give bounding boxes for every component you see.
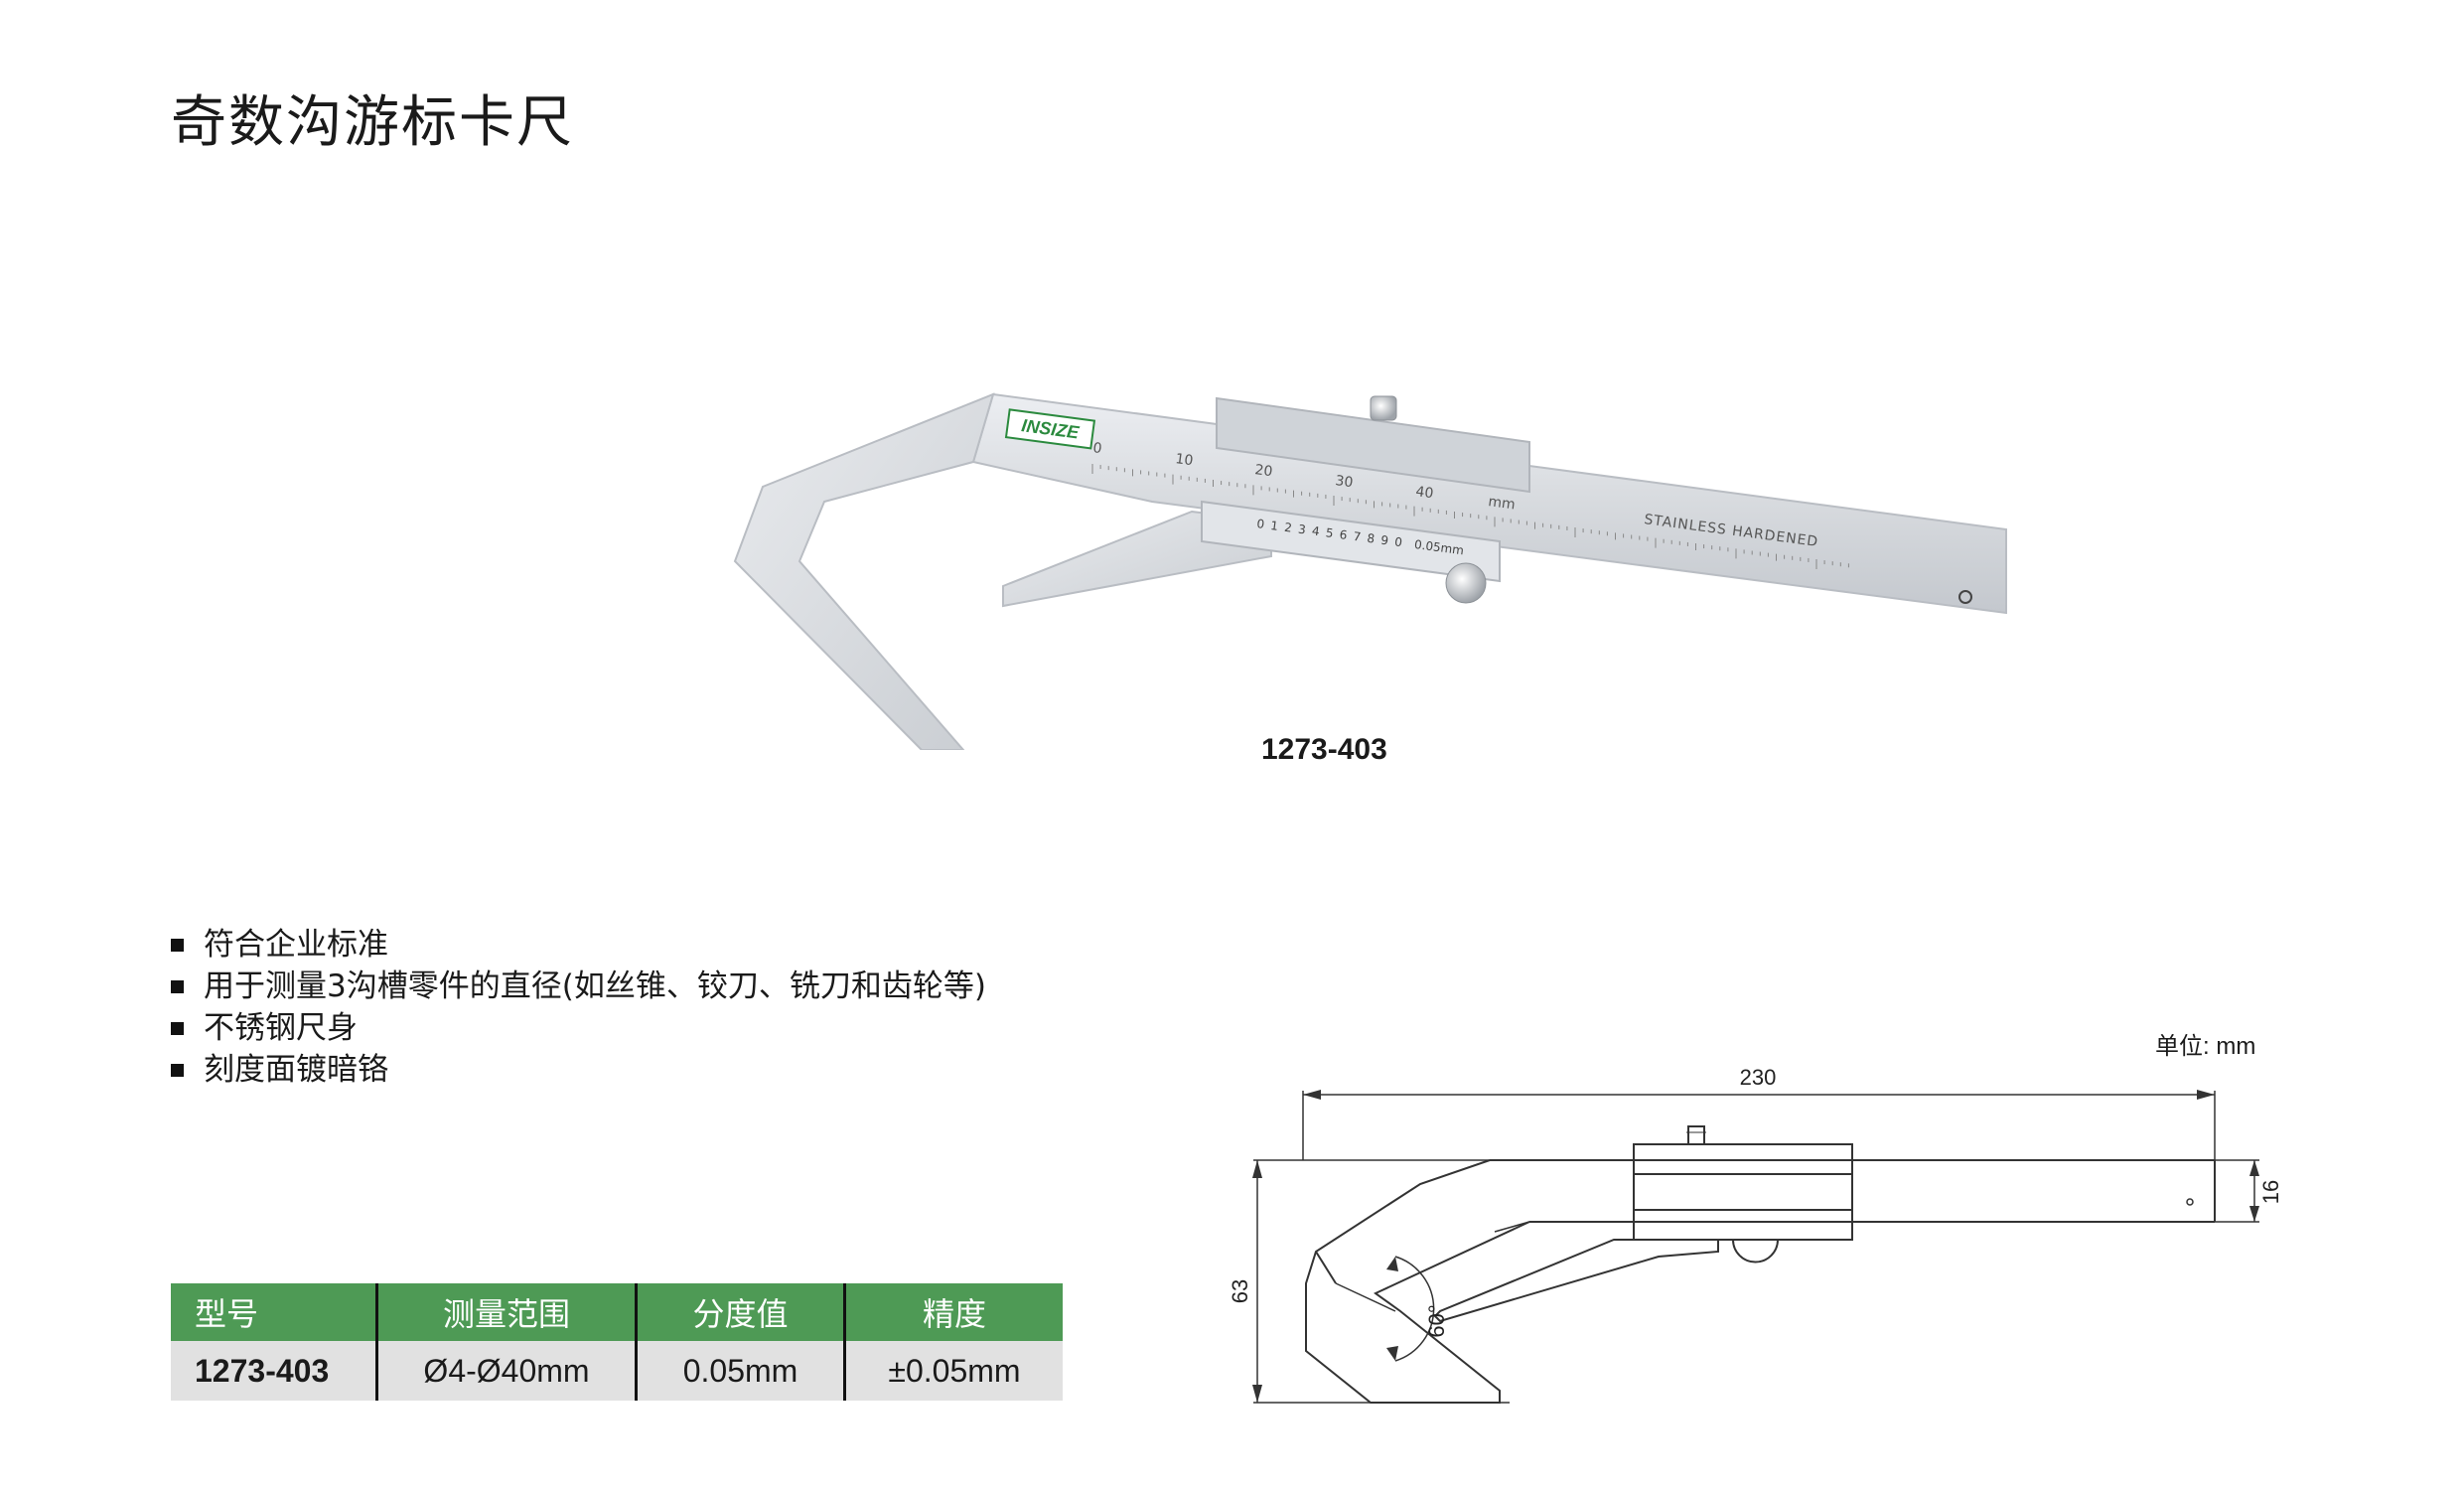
vernier-label: 9 — [1380, 533, 1389, 548]
caliper-outline — [1305, 1125, 2216, 1404]
vernier-label: 0 — [1393, 534, 1402, 549]
vernier-label: 3 — [1297, 522, 1306, 537]
column-header-accuracy: 精度 — [844, 1283, 1063, 1341]
dimension-width: 16 — [2258, 1180, 2283, 1204]
dimension-height: 63 — [1228, 1279, 1252, 1303]
cell-range: Ø4-Ø40mm — [376, 1341, 638, 1401]
cell-resolution: 0.05mm — [636, 1341, 846, 1401]
table-row: 1273-403 Ø4-Ø40mm 0.05mm ±0.05mm — [171, 1341, 1063, 1401]
column-header-model: 型号 — [171, 1283, 378, 1341]
bullet-icon — [171, 1063, 184, 1077]
bullet-icon — [171, 979, 184, 993]
vernier-label: 2 — [1283, 521, 1292, 535]
vernier-label: 0 — [1256, 517, 1265, 531]
feature-item: 刻度面镀暗铬 — [171, 1049, 986, 1091]
cell-model: 1273-403 — [171, 1341, 378, 1401]
product-photo: INSIZE 0 10 20 30 40 mm STAINLESS HARDEN… — [733, 392, 2007, 750]
vernier-label: 6 — [1339, 527, 1348, 542]
technical-drawing: 230 63 16 60° — [1228, 1065, 2283, 1404]
vernier-label: 4 — [1311, 523, 1320, 538]
main-scale-label: 0 — [1091, 440, 1102, 457]
vernier-label: 1 — [1269, 519, 1278, 533]
main-scale-label: 30 — [1334, 473, 1354, 491]
angle-label: 60° — [1424, 1304, 1449, 1337]
column-header-range: 测量范围 — [376, 1283, 638, 1341]
dimension-length: 230 — [1740, 1065, 1777, 1090]
feature-item: 符合企业标准 — [171, 924, 986, 966]
bullet-icon — [171, 1021, 184, 1035]
vernier-scale: 0 1 2 3 4 5 6 7 8 9 0 0.05mm — [1256, 517, 1465, 557]
vernier-label: 8 — [1367, 531, 1376, 546]
vernier-unit: 0.05mm — [1413, 537, 1465, 557]
unit-note: 单位: mm — [2155, 1033, 2256, 1060]
brand-logo: INSIZE — [1004, 408, 1096, 450]
page-title: 奇数沟游标卡尺 — [171, 90, 574, 155]
spec-table: 型号 测量范围 分度值 精度 1273-403 Ø4-Ø40mm 0.05mm … — [171, 1283, 1063, 1401]
column-header-resolution: 分度值 — [636, 1283, 846, 1341]
main-scale-label: 10 — [1174, 451, 1194, 469]
feature-item: 用于测量3沟槽零件的直径(如丝锥、铰刀、铣刀和齿轮等) — [171, 966, 986, 1007]
table-header-row: 型号 测量范围 分度值 精度 — [171, 1283, 1063, 1341]
main-scale-label: 20 — [1253, 462, 1273, 480]
main-scale-label: 40 — [1414, 484, 1434, 502]
vernier-label: 5 — [1325, 525, 1334, 540]
cell-accuracy: ±0.05mm — [844, 1341, 1063, 1401]
bullet-icon — [171, 938, 184, 952]
feature-item: 不锈钢尺身 — [171, 1007, 986, 1049]
model-caption: 1273-403 — [1261, 733, 1387, 766]
feature-list: 符合企业标准 用于测量3沟槽零件的直径(如丝锥、铰刀、铣刀和齿轮等) 不锈钢尺身… — [171, 924, 986, 1091]
vernier-label: 7 — [1353, 529, 1362, 544]
main-scale-unit: mm — [1487, 494, 1516, 513]
